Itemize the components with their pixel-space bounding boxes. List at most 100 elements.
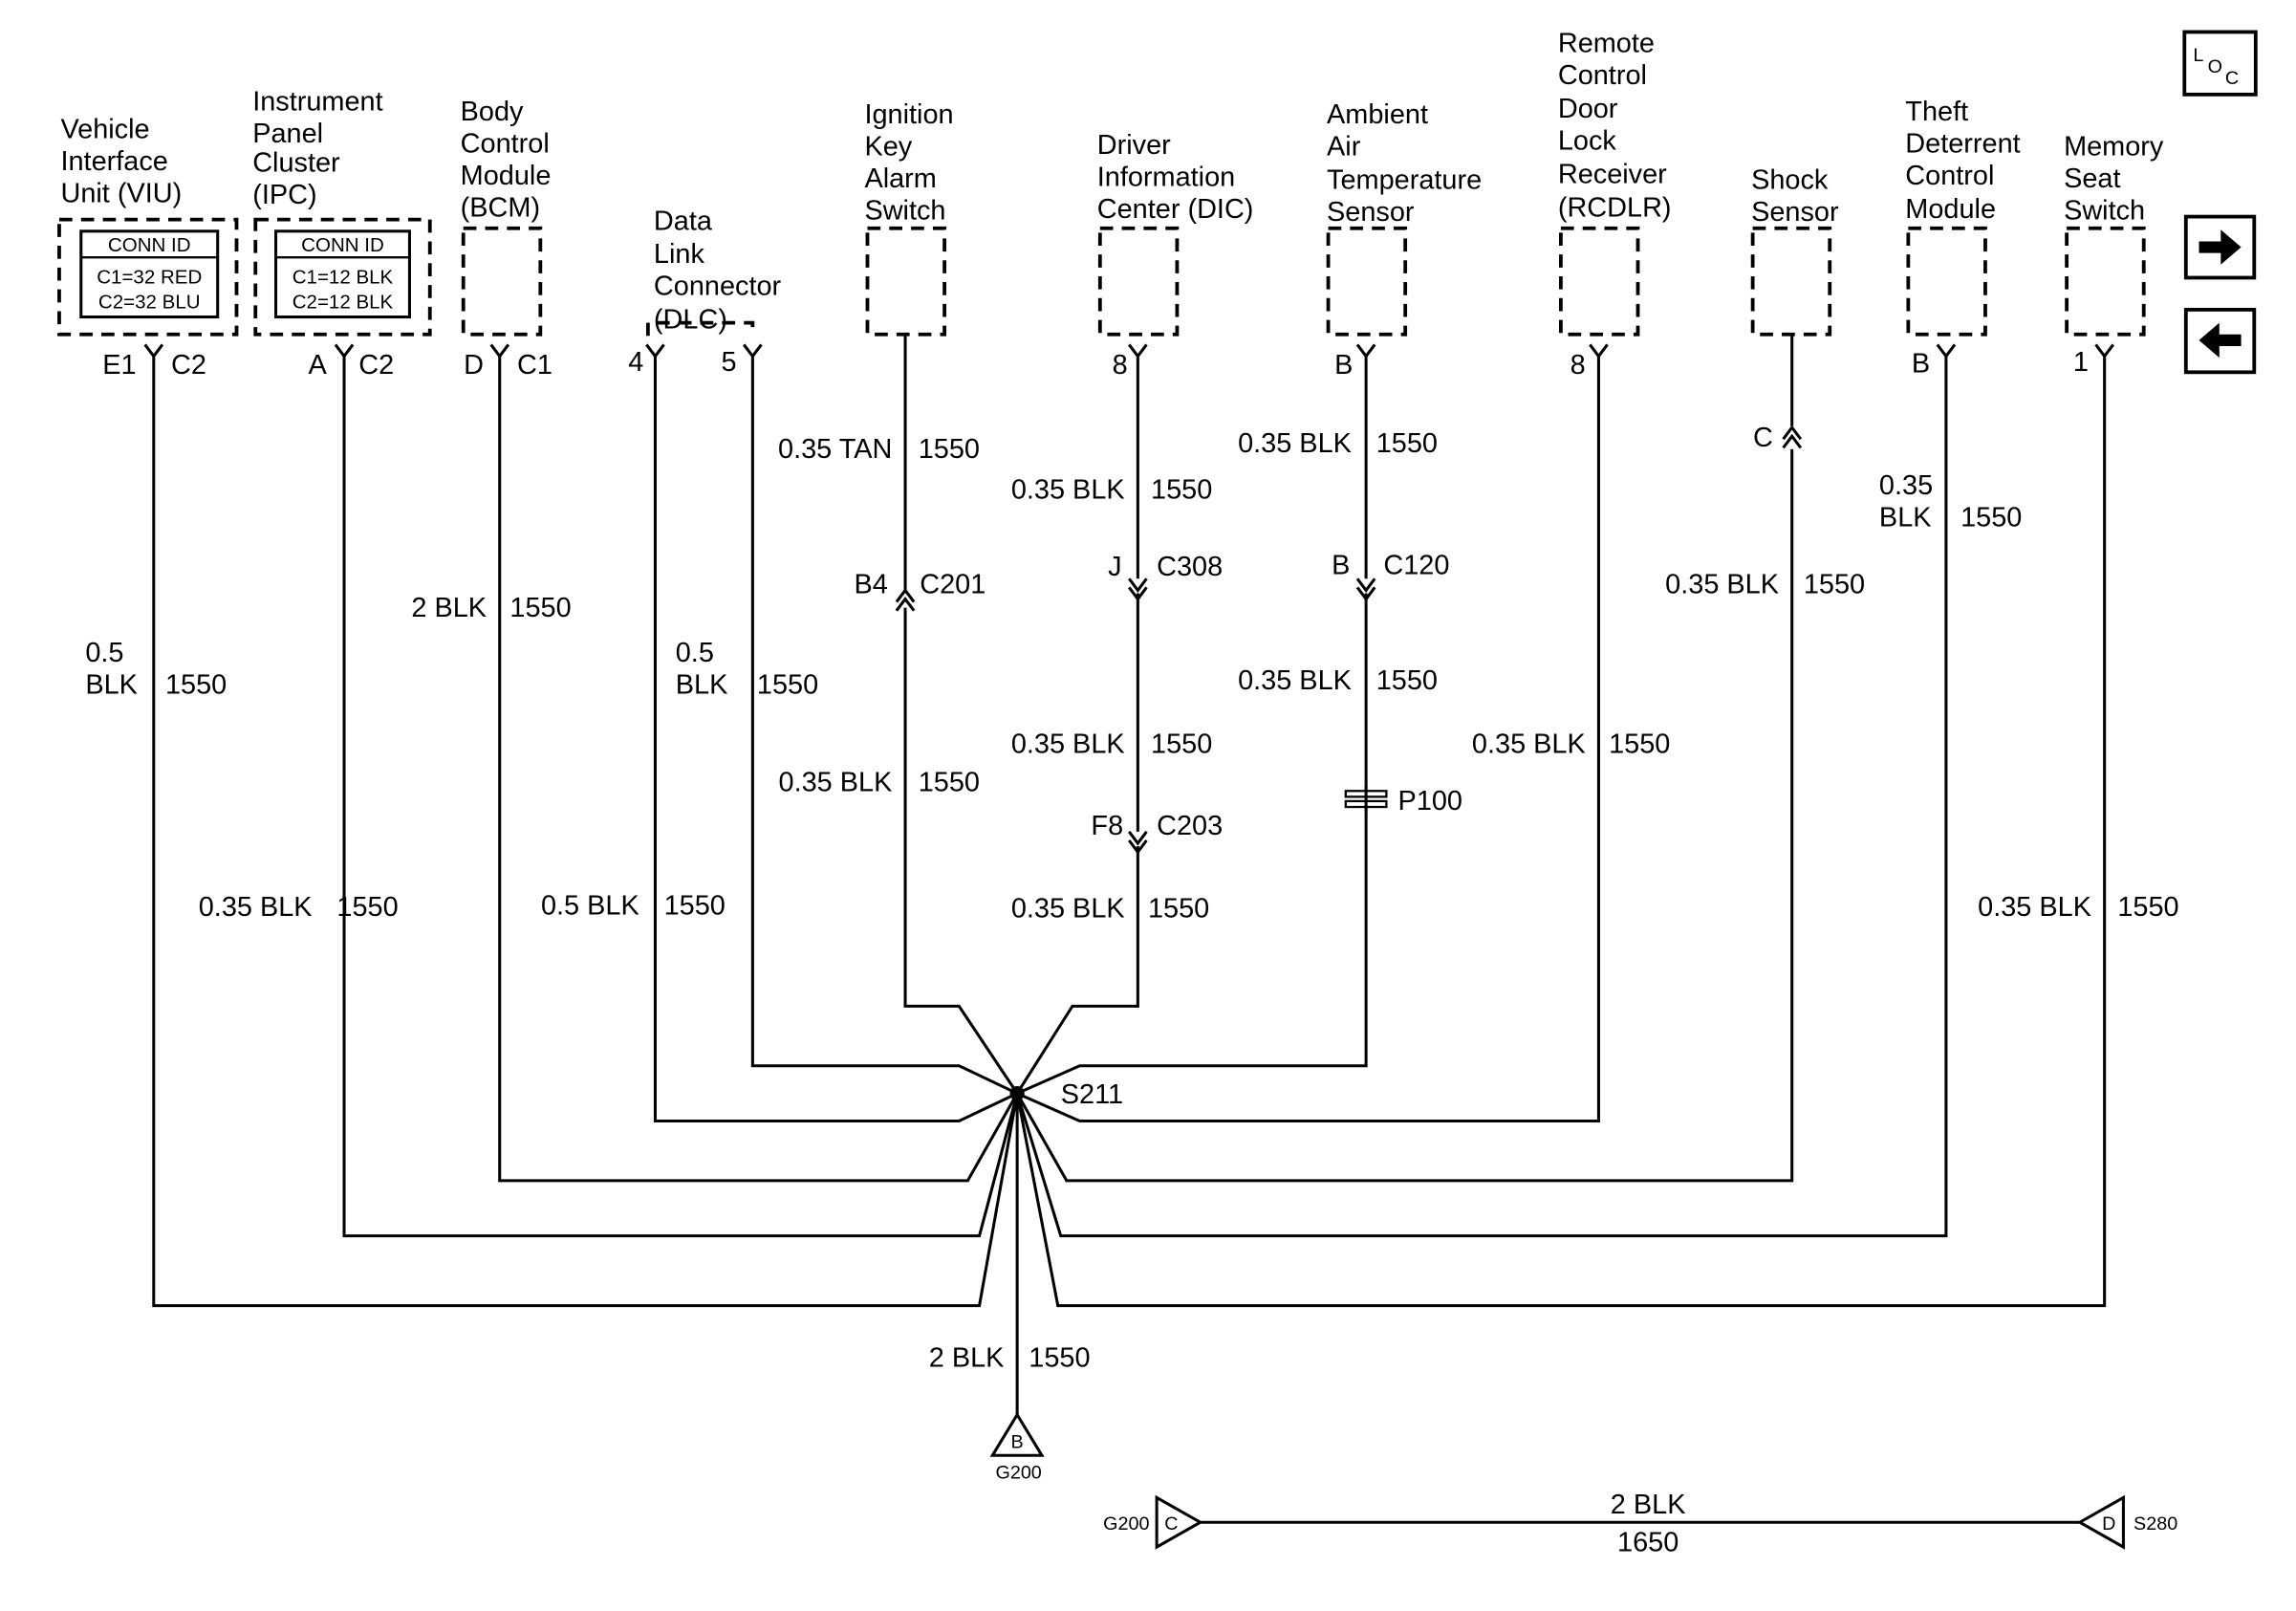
c203-symbol xyxy=(1128,830,1148,855)
ground-symbol xyxy=(989,1411,1045,1457)
c120-symbol xyxy=(1355,577,1376,602)
dlc5-wire-size-line2: BLK xyxy=(676,669,728,700)
loc-button[interactable]: L O C xyxy=(2182,30,2258,97)
viu-name-line1: Vehicle xyxy=(60,114,149,144)
shock-wire-circuit: 1550 xyxy=(1804,569,1865,599)
dic-3-wire-circuit: 1550 xyxy=(1148,894,1209,925)
bcm-box xyxy=(461,226,543,337)
bcm-name-line1: Body xyxy=(461,97,524,127)
component-labels: Vehicle Interface Unit (VIU) Instrument … xyxy=(60,29,2163,336)
ipc-pin-fork xyxy=(334,343,355,359)
ignition-name-line4: Switch xyxy=(864,196,945,227)
wires xyxy=(152,334,2107,1415)
dlc-pin5-fork xyxy=(743,343,763,359)
bcm-name-line4: (BCM) xyxy=(461,193,540,224)
viu-wire-size-line1: 0.5 xyxy=(85,638,123,668)
ign-bot-wire-size: 0.35 BLK xyxy=(779,767,893,797)
ground-wire-size: 2 BLK xyxy=(929,1343,1005,1374)
dlc5-wire-size-line1: 0.5 xyxy=(676,638,714,668)
dlc-pin-a: 4 xyxy=(628,347,643,378)
dic-name-line3: Center (DIC) xyxy=(1097,194,1254,225)
ign-bot-wire-circuit: 1550 xyxy=(919,767,980,797)
dlc-box xyxy=(645,320,755,337)
viu-conn-id-c2: C2=32 BLU xyxy=(98,291,201,313)
wire-viu xyxy=(152,356,1019,1308)
viu-wire-circuit: 1550 xyxy=(165,669,227,700)
splice-s211: S211 xyxy=(1009,1079,1123,1110)
ignition-box xyxy=(865,226,946,337)
theft-wire-circuit: 1550 xyxy=(1960,503,2022,533)
ipc-conn-id-table xyxy=(274,229,411,319)
c203-name: C203 xyxy=(1157,811,1223,841)
ipc-name-line3: Cluster xyxy=(252,147,340,178)
dlc-pin4-fork xyxy=(645,343,665,359)
ambient-name-line4: Sensor xyxy=(1327,197,1415,228)
wire-ambient xyxy=(1016,356,1368,1096)
shock-pin-connector xyxy=(1782,425,1803,449)
memory-name-line3: Switch xyxy=(2064,196,2145,227)
dic-name-line1: Driver xyxy=(1097,130,1171,161)
c120-name: C120 xyxy=(1383,551,1449,581)
ground-name: G200 xyxy=(995,1463,1041,1484)
memory-wire-circuit: 1550 xyxy=(2117,892,2178,923)
viu-name-line3: Unit (VIU) xyxy=(60,178,182,208)
rcdlr-pin-fork xyxy=(1589,343,1609,359)
rcdlr-name-line4: Lock xyxy=(1558,126,1617,157)
dlc-name-line4: (DLC) xyxy=(654,305,727,336)
ground-pin: B xyxy=(1011,1432,1024,1453)
wire-bcm xyxy=(498,356,1019,1183)
previous-page-button[interactable] xyxy=(2183,308,2257,375)
viu-pin-left: E1 xyxy=(102,350,136,381)
amb-1-wire-size: 0.35 BLK xyxy=(1238,428,1352,459)
wire-dic xyxy=(1015,356,1139,1095)
dlc-name-line3: Connector xyxy=(654,272,782,302)
ipc-name-line4: (IPC) xyxy=(252,180,316,210)
bcm-wire-circuit: 1550 xyxy=(509,593,571,623)
rcdlr-wire-size: 0.35 BLK xyxy=(1472,729,1586,760)
s280-connector-symbol xyxy=(2076,1494,2125,1550)
rcdlr-box xyxy=(1558,226,1640,337)
bcm-pin-left: D xyxy=(464,350,484,381)
ground-wire-circuit: 1550 xyxy=(1029,1343,1090,1374)
next-page-button[interactable] xyxy=(2183,214,2257,280)
s280-link-label: S280 xyxy=(2134,1513,2177,1535)
dlc-name-line2: Link xyxy=(654,239,705,270)
theft-wire-size-line1: 0.35 xyxy=(1879,470,1933,501)
arrow-left-icon xyxy=(2199,322,2242,359)
rcdlr-wire-circuit: 1550 xyxy=(1609,729,1670,760)
memory-pin-fork xyxy=(2094,343,2114,359)
inline-connectors: B4 C201 J C308 F8 C203 B C120 P100 xyxy=(854,551,1462,855)
ambient-name-line1: Ambient xyxy=(1327,99,1428,130)
theft-name-line4: Module xyxy=(1905,194,1996,225)
amb-2-wire-size: 0.35 BLK xyxy=(1238,665,1352,696)
rcdlr-name-line3: Door xyxy=(1558,94,1618,124)
wire-dlc-4 xyxy=(653,356,1018,1123)
wire-labels: 0.5 BLK 1550 0.35 BLK 1550 2 BLK 1550 0.… xyxy=(85,428,2178,1374)
c201-symbol xyxy=(895,587,916,612)
bcm-pin-right: C1 xyxy=(517,350,552,381)
viu-pin-fork xyxy=(143,343,164,359)
shock-name-line1: Shock xyxy=(1751,165,1829,196)
splice-name: S211 xyxy=(1061,1079,1123,1110)
ipc-pin-right: C2 xyxy=(358,350,394,381)
amb-1-wire-circuit: 1550 xyxy=(1376,428,1438,459)
memory-name-line2: Seat xyxy=(2064,163,2120,194)
s280-connector-pin: D xyxy=(2102,1513,2115,1535)
viu-box xyxy=(57,217,239,337)
dic-pin-fork xyxy=(1128,343,1148,359)
ipc-pin-left: A xyxy=(309,350,328,381)
c201-name: C201 xyxy=(920,569,986,599)
viu-pin-right: C2 xyxy=(171,350,206,381)
wire-shock xyxy=(1015,334,1794,1183)
dic-pin: 8 xyxy=(1113,350,1128,381)
splice-dot xyxy=(1009,1086,1025,1101)
ipc-name-line1: Instrument xyxy=(252,87,382,118)
bcm-wire-size: 2 BLK xyxy=(411,593,487,623)
loc-letter-c: C xyxy=(2225,68,2239,89)
bcm-pin-fork xyxy=(489,343,510,359)
dic-box xyxy=(1097,226,1180,337)
link-wire-size: 2 BLK xyxy=(1611,1490,1686,1520)
dlc5-wire-circuit: 1550 xyxy=(757,669,818,700)
ipc-name-line2: Panel xyxy=(252,119,323,149)
